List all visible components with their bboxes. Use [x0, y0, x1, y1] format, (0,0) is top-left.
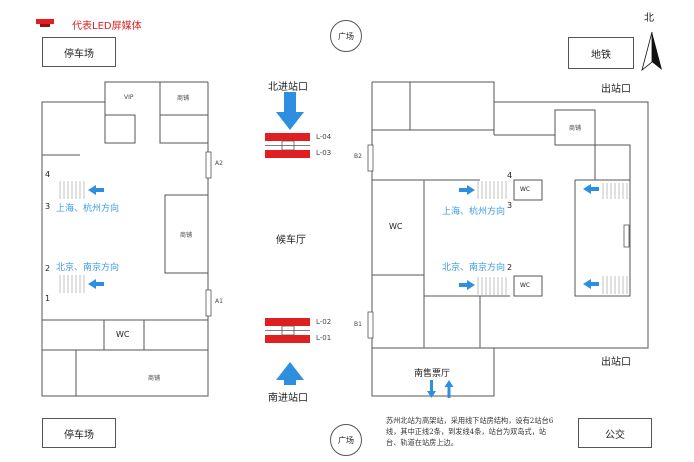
stairs-far-right-bottom [602, 276, 628, 294]
wc-right-big-label: WC [389, 222, 403, 231]
wc-right-top-label: WC [520, 186, 531, 193]
arrow-far-right-bottom [583, 279, 599, 289]
led-l02-label: L-02 [316, 318, 332, 326]
north-entrance-label: 北进站口 [268, 82, 308, 93]
square-top: 广场 [330, 20, 362, 52]
exit-bottom-label: 出站口 [601, 357, 631, 368]
direction-left-beijing: 北京、南京方向 [56, 263, 120, 273]
stairs-right-bottom [477, 277, 507, 295]
north-entrance-arrow [276, 92, 304, 130]
south-ticket-arrow-up [444, 380, 454, 398]
waiting-hall-label: 候车厅 [276, 235, 306, 246]
gate-b1-label: B1 [354, 321, 362, 328]
square-bottom: 广场 [330, 424, 362, 456]
arrow-left-platform-4 [88, 185, 104, 195]
compass-label: 北 [644, 13, 654, 24]
led-screen-south [265, 318, 310, 343]
subway-box: 地铁 [568, 37, 634, 69]
left-building-outline [41, 81, 209, 397]
right-building-outline [371, 81, 649, 349]
gate-a2-box [205, 151, 212, 179]
bus-box: 公交 [578, 418, 652, 448]
platform-2-label: 2 [45, 264, 51, 273]
gate-a2-label: A2 [215, 160, 223, 167]
gate-b2-box [367, 144, 374, 172]
right-platform-3-label: 3 [507, 201, 513, 210]
stairs-left-bottom [59, 275, 85, 293]
gate-b1-box [367, 311, 374, 339]
arrow-right-platform-4 [459, 185, 475, 195]
arrow-far-right-top [583, 184, 599, 194]
gate-a1-label: A1 [215, 298, 223, 305]
shop-right-label: 商铺 [569, 125, 582, 132]
gate-a1-box [205, 289, 212, 317]
south-entrance-arrow [276, 362, 304, 385]
direction-left-shanghai: 上海、杭州方向 [56, 204, 120, 214]
south-ticket-arrow-down [427, 380, 436, 398]
led-screen-north [265, 133, 310, 158]
led-l04-label: L-04 [316, 133, 332, 141]
led-l01-label: L-01 [316, 334, 332, 342]
south-entrance-label: 南进站口 [268, 393, 308, 404]
shop-mid-left-label: 商铺 [180, 232, 193, 239]
right-platform-4-label: 4 [507, 171, 513, 180]
right-platform-2-label: 2 [507, 263, 513, 272]
parking-bottom: 停车场 [42, 418, 116, 448]
stairs-right-top [477, 181, 507, 199]
platform-3-label: 3 [45, 202, 51, 211]
shop-top-left-label: 商铺 [177, 95, 190, 102]
shop-bottom-left-label: 商铺 [148, 375, 161, 382]
gate-b2-label: B2 [354, 153, 362, 160]
wc-right-bottom-label: WC [520, 282, 531, 289]
platform-4-label: 4 [45, 170, 51, 179]
arrow-left-platform-1 [88, 279, 104, 289]
stairs-left-top [59, 181, 85, 199]
exit-top-label: 出站口 [601, 84, 631, 95]
arrow-right-platform-1 [459, 280, 475, 290]
vip-room-label: VIP [124, 94, 134, 101]
legend-label: 代表LED屏媒体 [72, 21, 142, 32]
south-ticket-hall-label: 南售票厅 [414, 369, 451, 379]
north-compass-icon [641, 31, 662, 72]
led-l03-label: L-03 [316, 149, 332, 157]
wc-left-label: WC [116, 330, 130, 339]
direction-right-shanghai: 上海、杭州方向 [442, 207, 506, 217]
direction-right-beijing: 北京、南京方向 [442, 263, 506, 273]
platform-1-label: 1 [45, 294, 51, 303]
legend-led-swatch [36, 19, 54, 27]
station-description: 苏州北站为高架站，采用线下站房结构，设有2站台6线，其中正线2条，到发线4条，站… [386, 416, 554, 447]
stairs-far-right-top [602, 183, 628, 199]
parking-top: 停车场 [42, 37, 116, 67]
